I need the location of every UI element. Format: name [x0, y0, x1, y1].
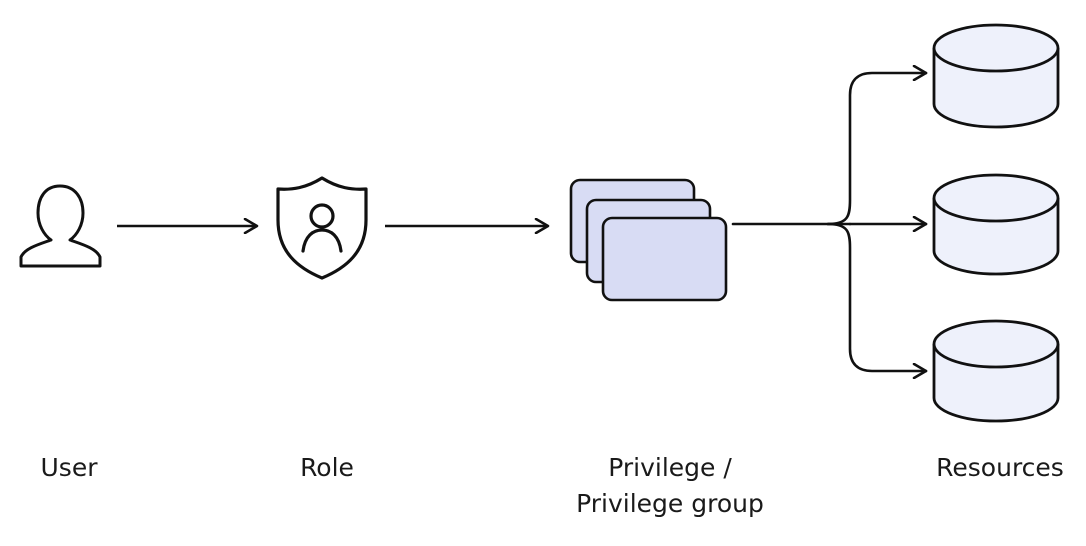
stacked-cards-icon [569, 178, 728, 302]
shield-user-icon [276, 176, 368, 280]
user-icon [19, 184, 102, 268]
resources-label: Resources [936, 453, 1064, 482]
user-label: User [40, 453, 98, 482]
privilege-label-line1: Privilege / [608, 453, 732, 482]
privilege-label: Privilege / Privilege group [560, 450, 780, 522]
role-label: Role [300, 453, 354, 482]
privilege-label-line2: Privilege group [576, 489, 764, 518]
arrow-to-resource-3 [826, 222, 928, 371]
privilege-card-front [601, 216, 728, 302]
arrow-to-resource-1 [826, 73, 928, 226]
database-icon [932, 319, 1060, 423]
database-icon [932, 23, 1060, 129]
database-icon [932, 173, 1060, 276]
branch-connector [731, 73, 928, 371]
